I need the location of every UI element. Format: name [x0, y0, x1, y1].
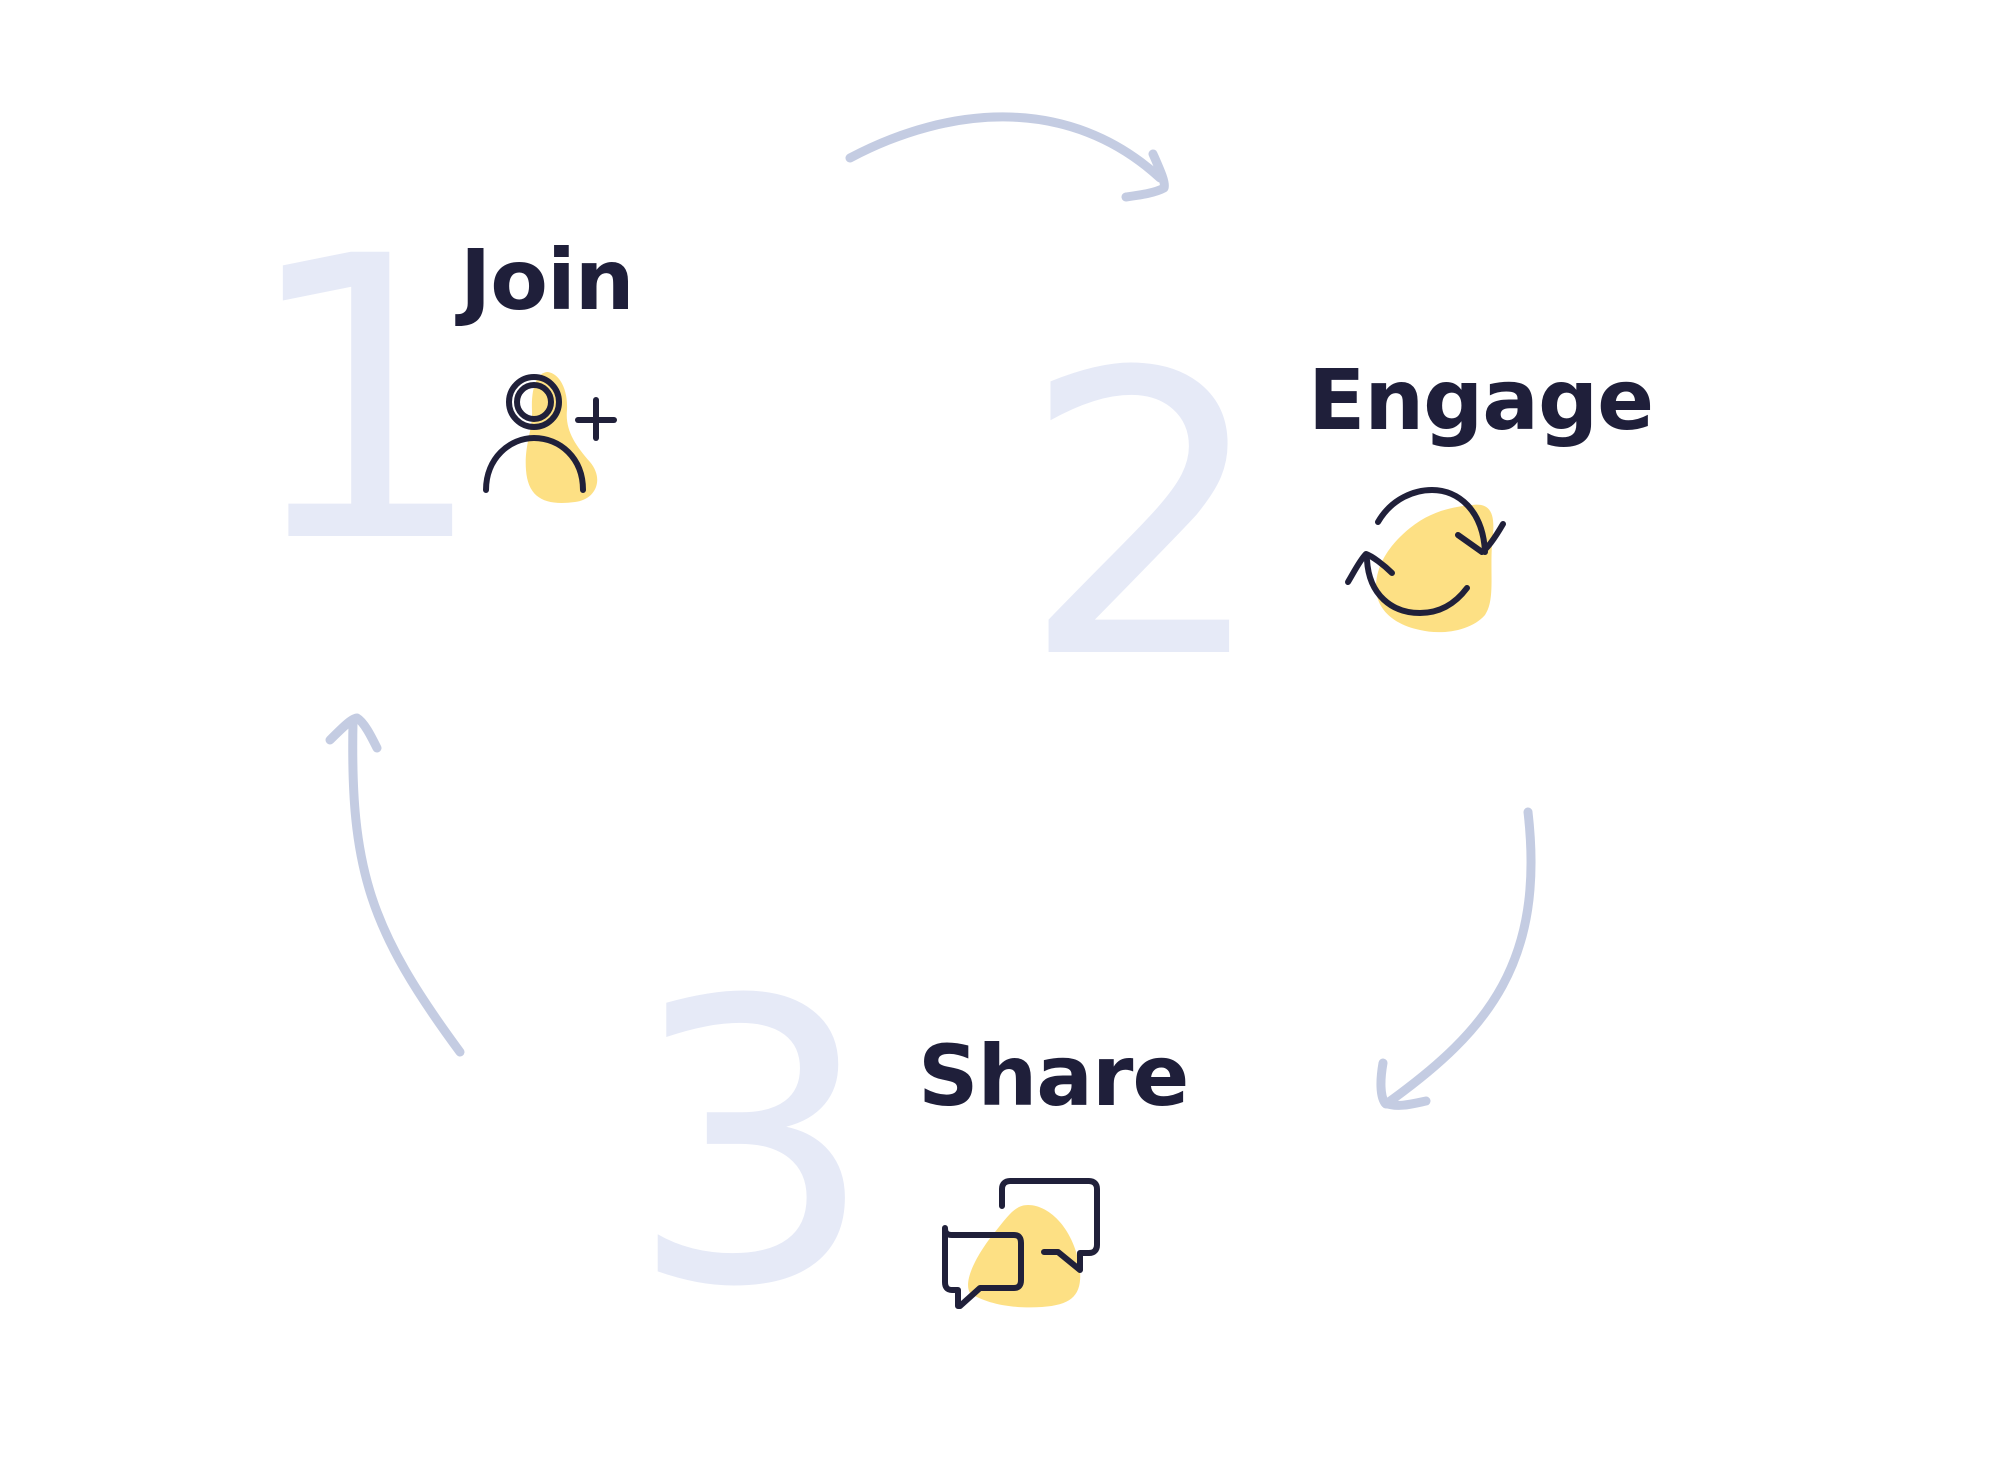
chat-bubbles-icon [942, 1178, 1100, 1309]
add-user-icon [483, 372, 617, 503]
arrow-2-to-3 [1376, 807, 1536, 1110]
step-1-label: Join [460, 231, 635, 329]
step-2-label: Engage [1308, 351, 1654, 449]
step-1-number: 1 [240, 174, 489, 628]
step-3-label: Share [918, 1027, 1189, 1125]
step-2-number: 2 [1020, 290, 1269, 744]
arrow-1-to-2 [845, 112, 1169, 202]
refresh-cycle-icon [1345, 487, 1506, 633]
step-3-number: 3 [628, 918, 877, 1372]
arrow-3-to-1 [325, 713, 465, 1057]
